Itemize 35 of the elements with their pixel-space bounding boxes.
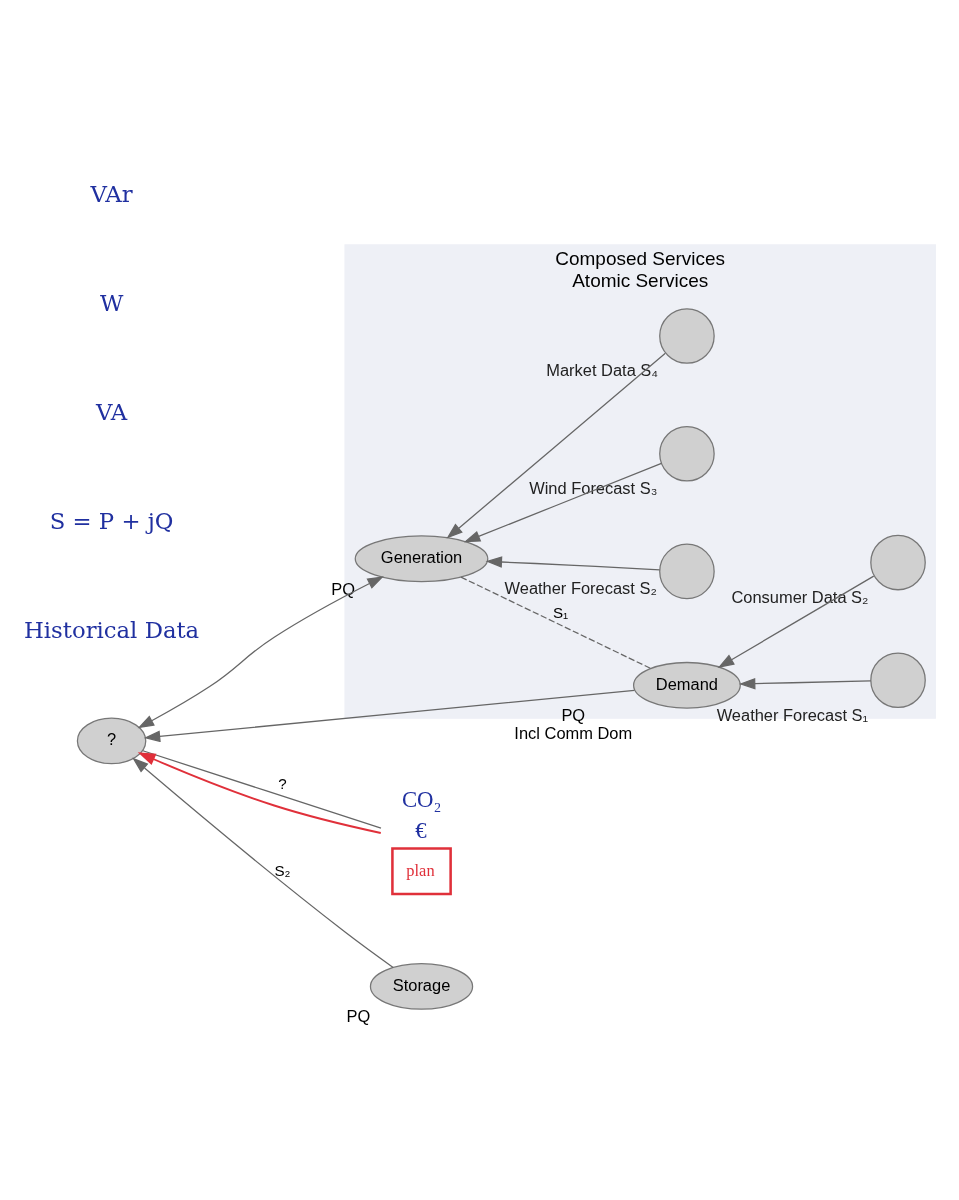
- node-circle: [870, 651, 926, 708]
- label: W: [99, 289, 124, 316]
- edge-label: S₂: [274, 861, 291, 879]
- label: VAr: [90, 180, 133, 207]
- node-label: Market Data S₄: [546, 360, 659, 379]
- arrow: [132, 757, 394, 968]
- arrow: [485, 555, 661, 571]
- label: Historical Data: [23, 616, 200, 643]
- connector: [460, 576, 652, 669]
- arrow: [717, 574, 875, 668]
- arrow: [446, 352, 666, 539]
- node-circle: [659, 307, 715, 364]
- node-ellipse: Demand: [632, 661, 741, 709]
- node-label: PQ: [331, 579, 356, 598]
- node-label: Weather Forecast S₂: [504, 578, 657, 597]
- arrow: [463, 462, 663, 542]
- node-label: PQ: [346, 1006, 371, 1025]
- arrow: [738, 677, 872, 689]
- node-ellipse: Generation: [354, 534, 489, 582]
- node-circle: [659, 543, 715, 599]
- edge-label: S₁: [553, 603, 569, 621]
- node-ellipse: Storage: [369, 962, 474, 1010]
- node-label: Incl Comm Dom: [514, 723, 633, 742]
- node-circle: [659, 425, 715, 482]
- node-label: CO₂: [401, 786, 442, 812]
- label: VA: [95, 398, 128, 425]
- edge-label: ?: [278, 774, 287, 792]
- node-circle: [870, 534, 926, 590]
- arrow: [143, 689, 636, 742]
- node-ellipse: ?: [76, 717, 147, 764]
- node-label: €: [415, 817, 427, 843]
- node-label: PQ: [561, 705, 586, 724]
- arrow: [137, 575, 384, 728]
- node-box: plan: [391, 846, 452, 895]
- label: S = P + jQ: [49, 507, 174, 534]
